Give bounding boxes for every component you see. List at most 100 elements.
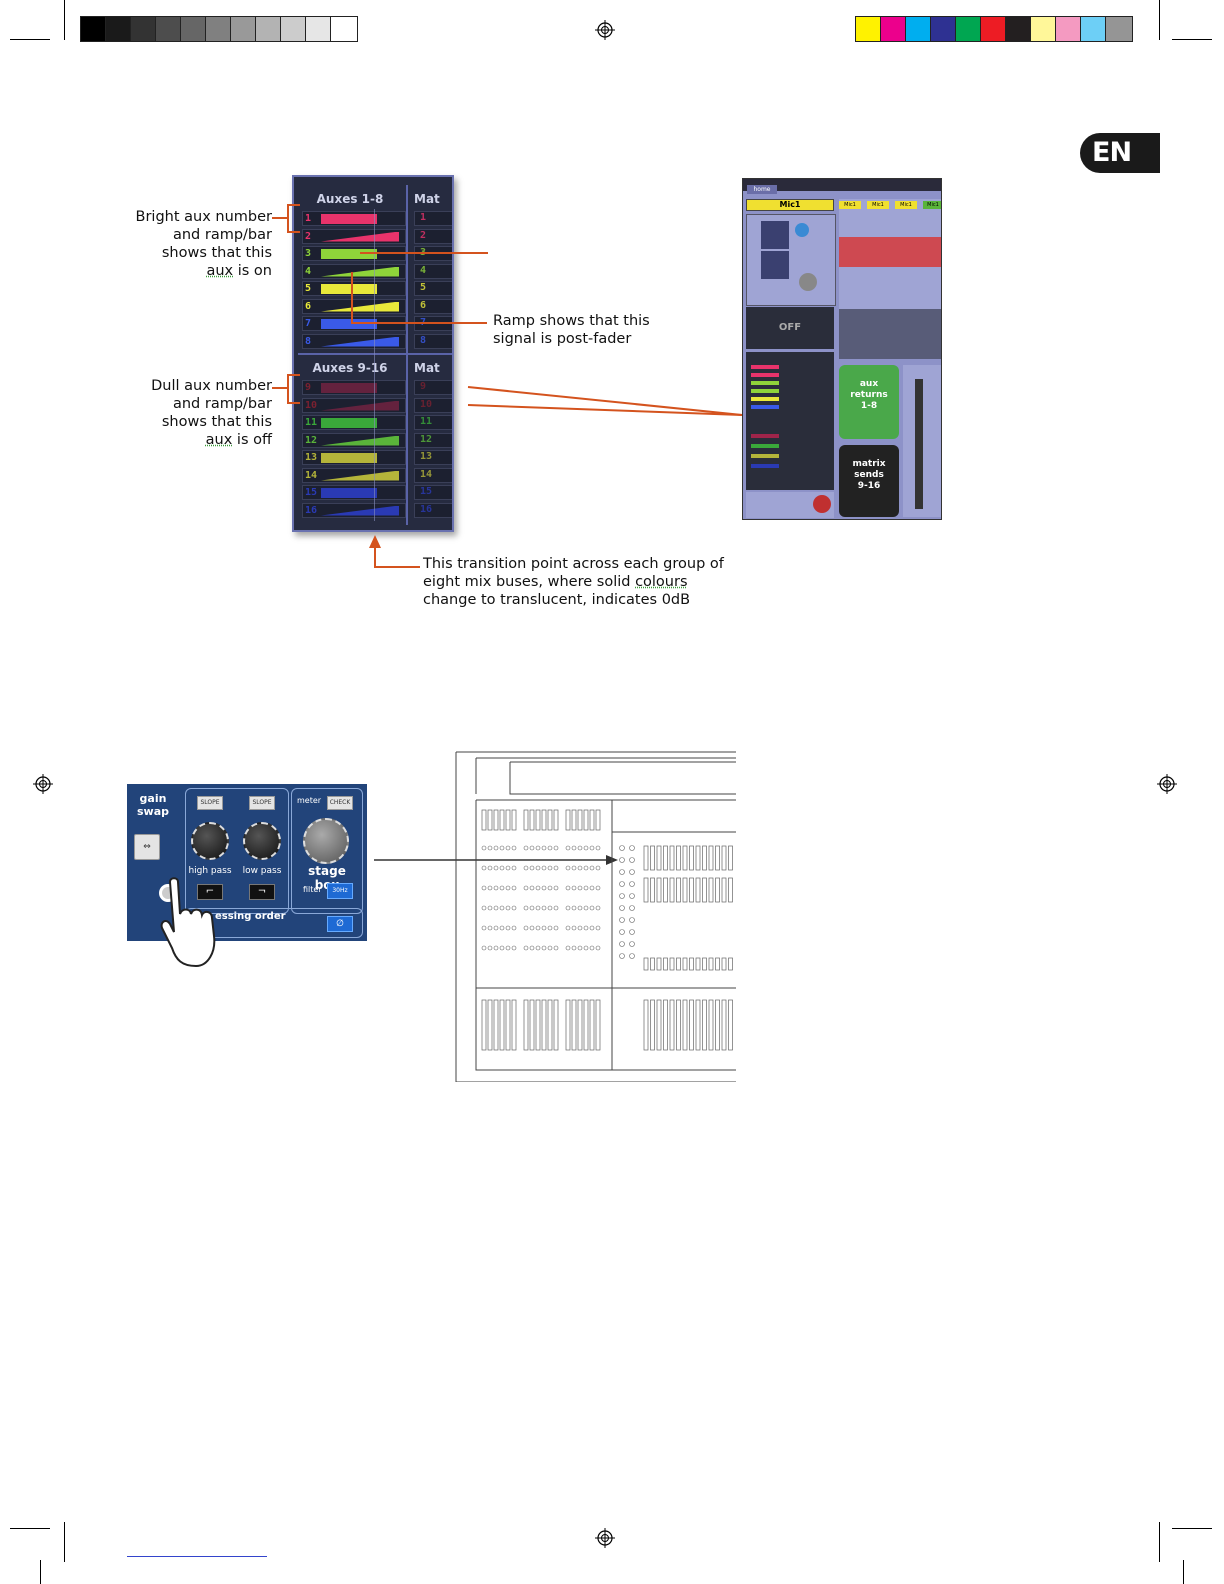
matrix-row [414, 485, 452, 500]
aux-row: 16 [302, 502, 406, 518]
aux-number: 9 [305, 382, 312, 393]
aux-bar [321, 319, 377, 329]
phase-button[interactable]: ∅ [327, 916, 353, 932]
matrix-row [414, 415, 452, 430]
aux-bar [321, 383, 377, 393]
aux-number: 4 [305, 265, 312, 277]
aux-number: 6 [305, 300, 312, 312]
aux-ramp [321, 231, 399, 242]
high-pass-filter-button[interactable]: ⌐ [197, 884, 223, 900]
matrix-row [414, 211, 452, 226]
strip-label: Mic1 [867, 201, 889, 209]
matrix-row [414, 333, 452, 349]
aux-row: 14 [302, 467, 406, 483]
high-pass-label: high pass [188, 866, 232, 876]
aux-ramp [321, 266, 399, 277]
aux-number: 1 [305, 213, 312, 224]
matrix-row [414, 397, 452, 413]
meter-label: meter [297, 796, 322, 805]
low-pass-knob[interactable] [243, 822, 281, 860]
high-pass-knob[interactable] [191, 822, 229, 860]
registration-mark-icon [1157, 774, 1177, 794]
aux-number: 10 [305, 399, 318, 411]
aux-row: 8 [302, 333, 406, 349]
input-control-panel: gain swap ⇔ SLOPE SLOPE meter CHECK high… [127, 784, 367, 941]
stage-box-knob[interactable] [303, 818, 349, 864]
matrix-number: 13 [420, 451, 433, 462]
matrix-number: 16 [420, 503, 433, 515]
matrix-row [414, 432, 452, 448]
aux-number: 5 [305, 283, 312, 294]
aux-ramp [321, 505, 399, 516]
console-diagram [455, 751, 736, 1082]
aux-number: 7 [305, 318, 312, 329]
matrix-sends-label: matrix sends 9-16 [852, 459, 886, 491]
aux-ramp [321, 336, 399, 347]
matrix-number: 15 [420, 486, 433, 497]
filter-30hz-button[interactable]: 30Hz [327, 883, 353, 899]
aux-number: 16 [305, 504, 318, 516]
strip-label: Mic1 [923, 201, 941, 209]
callout-bright: Bright aux number and ramp/bar shows tha… [135, 209, 272, 279]
callout-ramp: Ramp shows that this signal is post-fade… [493, 313, 650, 347]
aux-bar [321, 418, 377, 428]
filter-label: filter [303, 885, 322, 894]
matrix-number: 2 [420, 229, 427, 241]
gain-swap-button[interactable]: ⇔ [134, 834, 160, 860]
aux-row: 11 [302, 415, 406, 430]
aux-number: 11 [305, 417, 318, 428]
aux-number: 13 [305, 452, 318, 463]
aux-ramp [321, 400, 399, 411]
aux-returns-label: aux returns 1-8 [850, 379, 888, 411]
matrix-row [414, 467, 452, 483]
aux-number: 14 [305, 469, 318, 481]
aux-row: 12 [302, 432, 406, 448]
aux-row: 2 [302, 228, 406, 244]
off-display: OFF [746, 307, 834, 349]
aux-row: 10 [302, 397, 406, 413]
aux-row: 4 [302, 263, 406, 279]
aux-ramp [321, 470, 399, 481]
processing-order-label: essing order [215, 911, 286, 922]
aux-row: 6 [302, 298, 406, 314]
callout-transition: This transition point across each group … [423, 556, 724, 608]
matrix-row [414, 298, 452, 314]
matrix-title: Mat [414, 192, 440, 206]
aux-bar [321, 214, 377, 224]
strip-label: Mic1 [839, 201, 861, 209]
aux-bar [321, 488, 377, 498]
aux-bar [321, 453, 377, 463]
strip-label: Mic1 [895, 201, 917, 209]
registration-mark-icon [33, 774, 53, 794]
matrix-row [414, 502, 452, 518]
aux-number: 12 [305, 434, 318, 446]
slope-button-low-pass[interactable]: SLOPE [249, 796, 275, 810]
slope-button-high-pass[interactable]: SLOPE [197, 796, 223, 810]
aux-bar [321, 284, 377, 294]
group-title-auxes-1-8: Auxes 1-8 [316, 192, 384, 206]
matrix-row [414, 450, 452, 465]
aux-number: 3 [305, 248, 312, 259]
aux-row: 1 [302, 211, 406, 226]
footer-link-underline [127, 1556, 267, 1557]
home-tab[interactable]: home [747, 185, 777, 194]
gain-swap-label: gain swap [136, 792, 169, 818]
check-button[interactable]: CHECK [327, 796, 353, 810]
aux-row: 3 [302, 246, 406, 261]
low-pass-label: low pass [242, 866, 282, 876]
matrix-row [414, 263, 452, 279]
matrix-number: 11 [420, 416, 433, 427]
matrix-title: Mat [414, 361, 440, 375]
aux-ramp [321, 435, 399, 446]
callout-lines [272, 204, 743, 568]
matrix-row [414, 380, 452, 395]
low-pass-filter-button[interactable]: ¬ [249, 884, 275, 900]
matrix-number: 8 [420, 334, 427, 346]
aux-row: 9 [302, 380, 406, 395]
matrix-number: 5 [420, 282, 427, 293]
registration-mark-icon [595, 20, 615, 40]
matrix-number: 14 [420, 468, 433, 480]
callout-dull: Dull aux number and ramp/bar shows that … [151, 378, 272, 448]
aux-number: 8 [305, 335, 312, 347]
